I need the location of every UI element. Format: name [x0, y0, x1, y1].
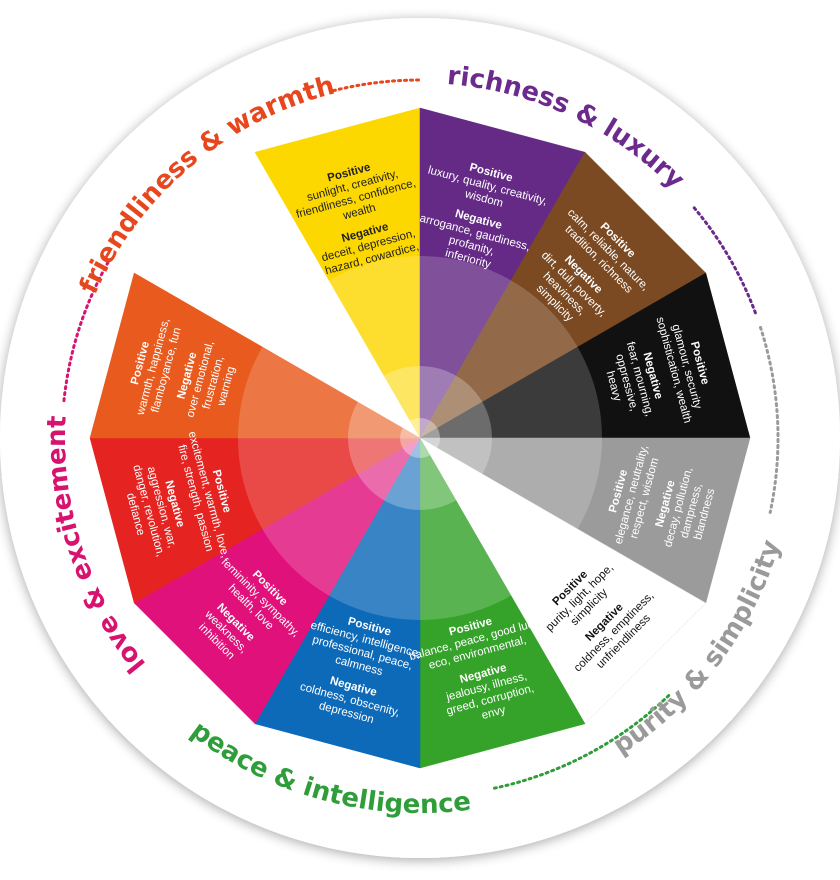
segments-layer — [89, 107, 751, 769]
dotted-leader-friendliness — [331, 78, 422, 93]
dotted-leader-peace — [492, 694, 671, 790]
dotted-leader-purity — [758, 325, 780, 514]
inner-rings — [238, 256, 602, 620]
inner-ring-center — [400, 418, 440, 458]
inner-ring-outer — [238, 256, 602, 620]
dotted-leader-richness — [692, 206, 758, 318]
dotted-leader-love — [62, 257, 112, 403]
segment-orange — [89, 272, 421, 439]
inner-ring-middle — [348, 366, 492, 510]
